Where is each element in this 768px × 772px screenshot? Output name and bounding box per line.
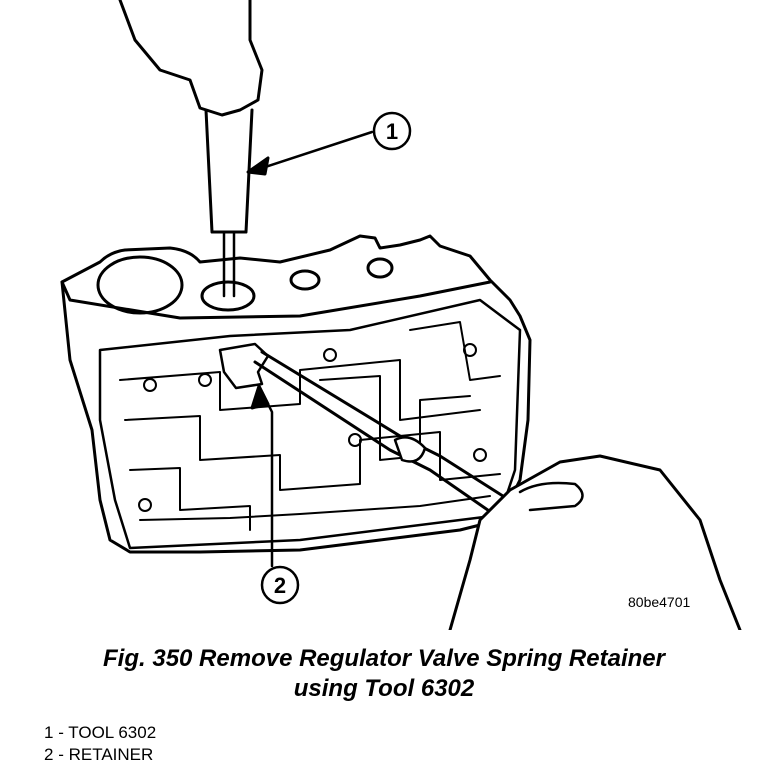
- bolt-hole: [348, 433, 362, 447]
- legend-item: 2 - RETAINER: [44, 744, 156, 766]
- image-code: 80be4701: [628, 594, 691, 610]
- caption-line-2: using Tool 6302: [293, 675, 475, 702]
- tool-6302-handle: [204, 108, 254, 234]
- callout-2-circle: [260, 565, 300, 605]
- bolt-hole: [143, 378, 157, 392]
- legend: 1 - TOOL 6302 2 - RETAINER: [44, 722, 156, 766]
- callout-1-arrowhead: [246, 156, 270, 176]
- channel: [129, 467, 251, 531]
- bolt-hole: [463, 343, 477, 357]
- callout-2-number: 2: [274, 573, 286, 598]
- tool-bore: [200, 280, 256, 312]
- caption-line-1: Fig. 350 Remove Regulator Valve Spring R…: [103, 645, 665, 672]
- channel: [139, 495, 491, 521]
- bolt-hole: [138, 498, 152, 512]
- bolt-hole: [323, 348, 337, 362]
- valve-body-outline: [60, 234, 532, 554]
- bolt-hole: [198, 373, 212, 387]
- legend-item: 1 - TOOL 6302: [44, 722, 156, 744]
- top-port-2: [366, 257, 394, 279]
- channel: [409, 321, 501, 381]
- callout-1-circle: [372, 111, 412, 151]
- circuit-face: [98, 298, 522, 550]
- pliers-pivot: [393, 436, 427, 463]
- legend-text: - RETAINER: [53, 745, 154, 764]
- figure-caption: Fig. 350 Remove Regulator Valve Spring R…: [0, 644, 768, 704]
- legend-text: - TOOL 6302: [53, 723, 157, 742]
- tool-6302-shaft: [222, 230, 236, 298]
- left-bore: [96, 255, 184, 315]
- legend-number: 2: [44, 745, 54, 764]
- callout-1-leader: [248, 130, 374, 174]
- upper-hand: [118, 0, 264, 117]
- technical-illustration: 1 2: [60, 0, 742, 630]
- lower-hand: [448, 454, 742, 630]
- channel: [119, 359, 481, 421]
- retainer: [218, 342, 270, 390]
- valve-body-top-edge: [60, 280, 492, 320]
- bolt-hole: [473, 448, 487, 462]
- callout-2-arrowhead: [250, 384, 270, 410]
- legend-number: 1: [44, 723, 54, 742]
- lower-hand-finger: [518, 481, 584, 512]
- callout-1-number: 1: [386, 119, 398, 144]
- top-port: [289, 269, 321, 291]
- callout-2-leader: [260, 390, 274, 568]
